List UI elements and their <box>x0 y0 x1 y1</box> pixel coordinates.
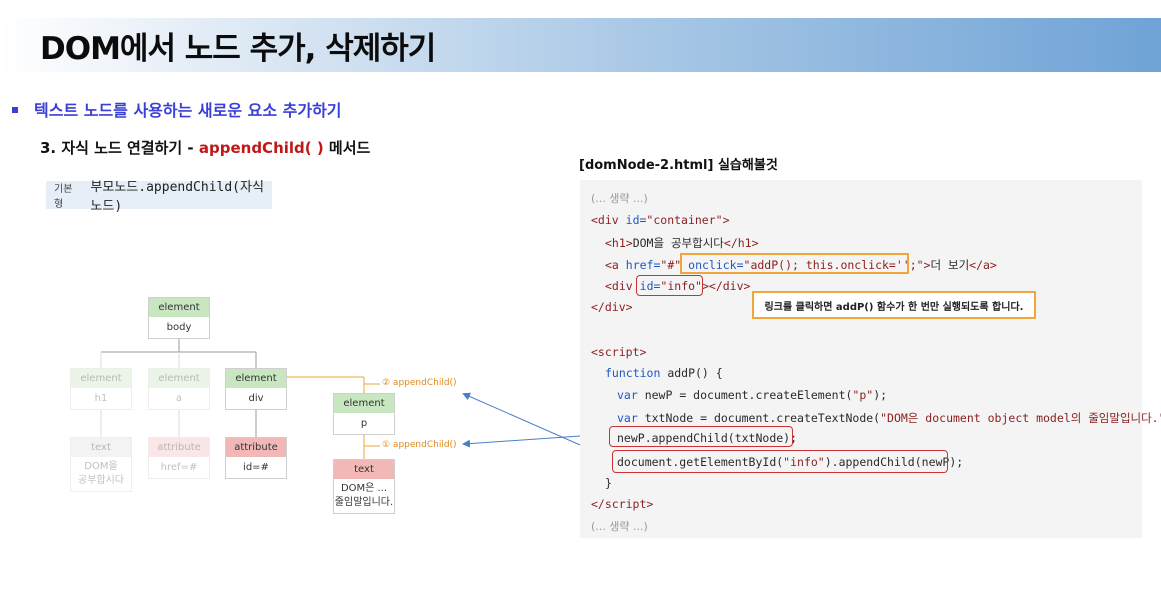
code-line: var newP = document.createElement("p"); <box>617 388 888 402</box>
square-bullet-icon <box>12 106 18 113</box>
code-line: </script> <box>591 497 654 511</box>
tree-node-attr-div: attribute id=# <box>225 437 287 479</box>
callout-note: 링크를 클릭하면 addP() 함수가 한 번만 실행되도록 합니다. <box>752 291 1036 319</box>
sub-heading: 3. 자식 노드 연결하기 - appendChild( ) 메서드 <box>40 137 370 158</box>
code-line: </div> <box>591 300 633 314</box>
onclick-highlight <box>680 253 909 274</box>
code-panel <box>580 180 1142 538</box>
code-omit-top: (... 생략 ...) <box>591 192 648 205</box>
info-id-highlight <box>636 275 703 296</box>
append-label-step2: ② appendChild() <box>382 378 457 388</box>
code-line: <a href="#" onclick="addP(); this.onclic… <box>605 258 997 272</box>
tree-node-text-p: text DOM은 ...줄임말입니다. <box>333 459 395 514</box>
bullet-heading: 텍스트 노드를 사용하는 새로운 요소 추가하기 <box>12 97 342 121</box>
tree-node-body: element body <box>148 297 210 339</box>
title-bar: DOM에서 노드 추가, 삭제하기 <box>0 18 1161 72</box>
tree-node-a: element a <box>148 368 210 410</box>
code-line: document.getElementById("info").appendCh… <box>617 455 964 469</box>
bullet-text: 텍스트 노드를 사용하는 새로운 요소 추가하기 <box>34 101 342 120</box>
code-omit-bottom: (... 생략 ...) <box>591 520 648 533</box>
code-line: <script> <box>591 345 647 359</box>
syntax-tag: 기본형 <box>54 184 73 210</box>
tree-node-div: element div <box>225 368 287 410</box>
code-line: <h1>DOM을 공부합시다</h1> <box>605 236 759 250</box>
sub-heading-method: appendChild( ) <box>198 139 324 157</box>
code-line: <div id="container"> <box>591 213 730 227</box>
tree-node-p: element p <box>333 393 395 435</box>
code-line: newP.appendChild(txtNode); <box>617 431 798 445</box>
slide-title: DOM에서 노드 추가, 삭제하기 <box>40 31 436 67</box>
tree-node-attr-a: attribute href=# <box>148 437 210 479</box>
syntax-code: 부모노드.appendChild(자식노드) <box>90 180 264 214</box>
append-txtnode-highlight <box>609 426 793 447</box>
tree-node-h1: element h1 <box>70 368 132 410</box>
sub-heading-suffix: 메서드 <box>323 139 371 157</box>
code-line: function addP() { <box>605 366 723 380</box>
append-newp-highlight <box>612 450 948 473</box>
sub-heading-prefix: 3. 자식 노드 연결하기 - <box>40 139 199 157</box>
syntax-box: 기본형 부모노드.appendChild(자식노드) <box>46 180 272 214</box>
code-file-title: [domNode-2.html] 실습해볼것 <box>579 158 778 173</box>
code-line: } <box>605 476 612 490</box>
code-line: var txtNode = document.createTextNode("D… <box>617 411 1161 425</box>
code-line: <div id="info"></div> <box>605 279 751 293</box>
append-label-step1: ① appendChild() <box>382 440 457 450</box>
